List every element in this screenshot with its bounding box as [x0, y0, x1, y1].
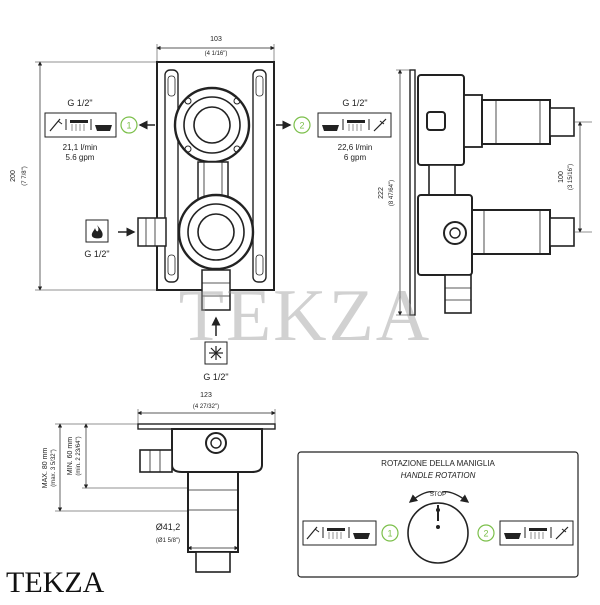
rotation-title-en: HANDLE ROTATION: [401, 471, 476, 480]
stop-label: STOP: [430, 492, 446, 498]
brand-logo: TEKZA: [6, 566, 105, 599]
flow-right-lmin: 22,6 l/min: [338, 143, 373, 152]
shower-icons-left: [49, 118, 112, 132]
outlet-left-thread: G 1/2": [67, 98, 92, 108]
diameter-mm: Ø41,2: [156, 522, 181, 532]
spacing-mm: 100: [558, 171, 565, 183]
cold-inlet-thread: G 1/2": [203, 372, 228, 382]
diameter-in: (Ø1 5/8"): [156, 538, 180, 544]
shower-icons-rotation-right: [504, 526, 569, 540]
outlet-right-thread: G 1/2": [342, 98, 367, 108]
rotation-title-it: ROTAZIONE DELLA MANIGLIA: [381, 459, 495, 468]
hot-water-symbol-box: [85, 219, 109, 243]
side-view: 222 (8 47/64") 100 (3 15/16"): [378, 69, 592, 316]
height-mm: 200: [10, 170, 17, 182]
flow-left-lmin: 21,1 l/min: [63, 143, 98, 152]
badge-2-right: [293, 116, 311, 134]
flame-icon: [91, 225, 103, 239]
max-depth-in: (max. 3 5/32"): [51, 449, 57, 486]
width-mm: 103: [210, 36, 222, 43]
min-depth-in: (min. 2 23/64"): [76, 436, 82, 475]
badge-1-left-label: 1: [126, 121, 131, 131]
max-depth: MAX. 80 mm: [42, 448, 49, 489]
snowflake-icon: [209, 346, 223, 360]
height-in: (7 7/8"): [22, 166, 28, 185]
flow-left-gpm: 5.6 gpm: [66, 153, 95, 162]
outlet-left-symbol-box: [44, 112, 117, 138]
badge-1-rotation: [381, 524, 399, 542]
handle-knob: [407, 502, 469, 564]
hot-inlet-thread: G 1/2": [84, 249, 109, 259]
side-height-mm: 222: [378, 187, 385, 199]
badge-2-right-label: 2: [299, 121, 304, 131]
width-in: (4 1/16"): [205, 51, 228, 57]
rotation-panel: ROTAZIONE DELLA MANIGLIA HANDLE ROTATION…: [297, 451, 579, 578]
badge-1-rotation-label: 1: [387, 529, 392, 539]
badge-2-rotation-label: 2: [483, 529, 488, 539]
min-depth: MIN. 60 mm: [67, 437, 74, 475]
badge-2-rotation: [477, 524, 495, 542]
shower-icons-rotation-left: [306, 526, 370, 540]
bottom-width-mm: 123: [200, 392, 212, 399]
flow-right-gpm: 6 gpm: [344, 153, 367, 162]
bottom-width-in: (4 27/32"): [193, 404, 219, 410]
front-view: 103 (4 1/16"): [10, 36, 392, 382]
badge-1-left: [120, 116, 138, 134]
watermark: TEKZA: [179, 275, 432, 357]
bottom-view: 123 (4 27/32") MAX. 80 mm (max. 3 5/32")…: [42, 392, 276, 573]
shower-icons-right: [322, 118, 387, 132]
side-height-in: (8 47/64"): [389, 180, 395, 206]
spacing-in: (3 15/16"): [568, 164, 574, 190]
